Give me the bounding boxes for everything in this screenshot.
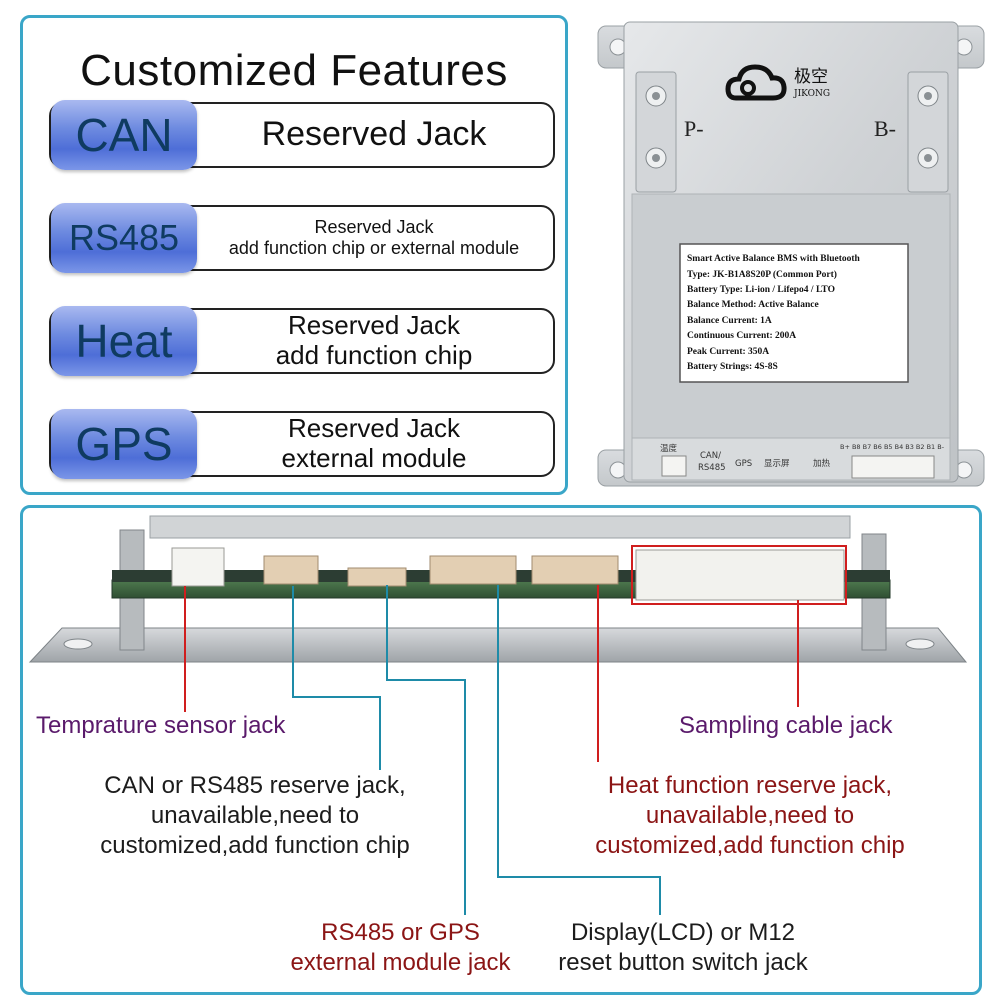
screw-hole (63, 638, 93, 650)
feature-desc-line: Reserved Jack (314, 217, 434, 238)
port-label-heat: 加热 (813, 458, 831, 469)
terminal-p-label: P- (684, 116, 704, 141)
features-title: Customized Features (80, 46, 508, 95)
bms-device-image: 极空 JIKONG P- B- Smart Active Balance BMS… (597, 21, 985, 487)
callout-display: Display(LCD) or M12 reset button switch … (538, 918, 828, 978)
spec-line: Smart Active Balance BMS with Bluetooth (687, 254, 861, 264)
terminal-b-label: B- (874, 116, 896, 141)
feature-desc: Reserved Jack external module (199, 411, 549, 477)
feature-desc-line: add function chip or external module (228, 238, 520, 258)
callout-line: reset button switch jack (558, 949, 808, 976)
callout-heat: Heat function reserve jack, unavailable,… (545, 771, 955, 861)
logo-cn-text: 极空 (794, 67, 828, 87)
feature-desc: Reserved Jack add function chip (199, 308, 549, 374)
callout-temp-sensor: Temprature sensor jack (36, 712, 286, 739)
callout-line: customized,add function chip (595, 832, 905, 859)
feature-desc: Reserved Jack add function chip or exter… (199, 205, 549, 271)
feature-tag-rs485: RS485 (51, 203, 197, 273)
port-label-gps: GPS (735, 459, 752, 469)
callout-line: Heat function reserve jack, (607, 772, 893, 799)
spec-line: Balance Current: 1A (687, 316, 772, 326)
port-label-display: 显示屏 (764, 459, 790, 469)
rs485-gps-connector (347, 567, 407, 587)
feature-desc-line: Reserved Jack (288, 413, 460, 444)
sampling-highlight-box (631, 545, 847, 605)
feature-desc-line: add function chip (275, 340, 473, 370)
logo-en-text: JIKONG (793, 89, 830, 99)
callout-rs485-gps: RS485 or GPS external module jack (268, 918, 533, 978)
callout-can-rs485: CAN or RS485 reserve jack, unavailable,n… (60, 771, 450, 861)
feature-row-can: CAN Reserved Jack (49, 100, 555, 170)
feature-tag-heat: Heat (51, 306, 197, 376)
feature-desc-line: external module (281, 443, 467, 473)
feature-tag-can: CAN (51, 100, 197, 170)
feature-desc: Reserved Jack (199, 102, 549, 168)
heat-connector (531, 555, 619, 585)
spec-line: Battery Strings: 4S-8S (687, 362, 778, 372)
callout-line: Display(LCD) or M12 (570, 919, 796, 946)
feature-desc-line: Reserved Jack (288, 310, 460, 341)
feature-desc-line: Reserved Jack (261, 115, 487, 154)
port-label-temp: 温度 (660, 443, 678, 454)
callout-line: RS485 or GPS (321, 919, 480, 946)
port-label-can: CAN/ (700, 451, 721, 461)
spec-line: Continuous Current: 200A (687, 331, 796, 341)
spec-line: Balance Method: Active Balance (687, 300, 819, 310)
sampling-connector (635, 549, 845, 601)
port-label-rs485: RS485 (698, 463, 726, 473)
cloud-logo-icon (725, 64, 787, 101)
balance-port (851, 455, 935, 479)
feature-row-heat: Heat Reserved Jack add function chip (49, 306, 555, 376)
temp-sensor-connector (171, 547, 225, 587)
callout-line: customized,add function chip (100, 832, 410, 859)
display-connector (429, 555, 517, 585)
temp-port (661, 455, 687, 477)
features-panel: Customized Features CAN Reserved Jack RS… (20, 15, 568, 495)
leader-can-rs485 (292, 586, 381, 770)
feature-row-gps: GPS Reserved Jack external module (49, 409, 555, 479)
callout-line: external module jack (290, 949, 511, 976)
callout-line: CAN or RS485 reserve jack, (104, 772, 406, 799)
spec-label (679, 243, 909, 383)
port-label-balance: B+ B8 B7 B6 B5 B4 B3 B2 B1 B- (840, 443, 945, 451)
callout-sampling: Sampling cable jack (679, 712, 893, 739)
callout-line: unavailable,need to (645, 802, 855, 829)
callout-line: unavailable,need to (150, 802, 360, 829)
feature-row-rs485: RS485 Reserved Jack add function chip or… (49, 203, 555, 273)
leader-rs485-gps (386, 585, 466, 915)
spec-line: Peak Current: 350A (687, 347, 769, 357)
spec-line: Battery Type: Li-ion / Lifepo4 / LTO (687, 285, 835, 295)
can-rs485-connector (263, 555, 319, 585)
leader-display (497, 585, 661, 915)
screw-hole (905, 638, 935, 650)
spec-line: Type: JK-B1A8S20P (Common Port) (687, 269, 837, 280)
feature-tag-gps: GPS (51, 409, 197, 479)
